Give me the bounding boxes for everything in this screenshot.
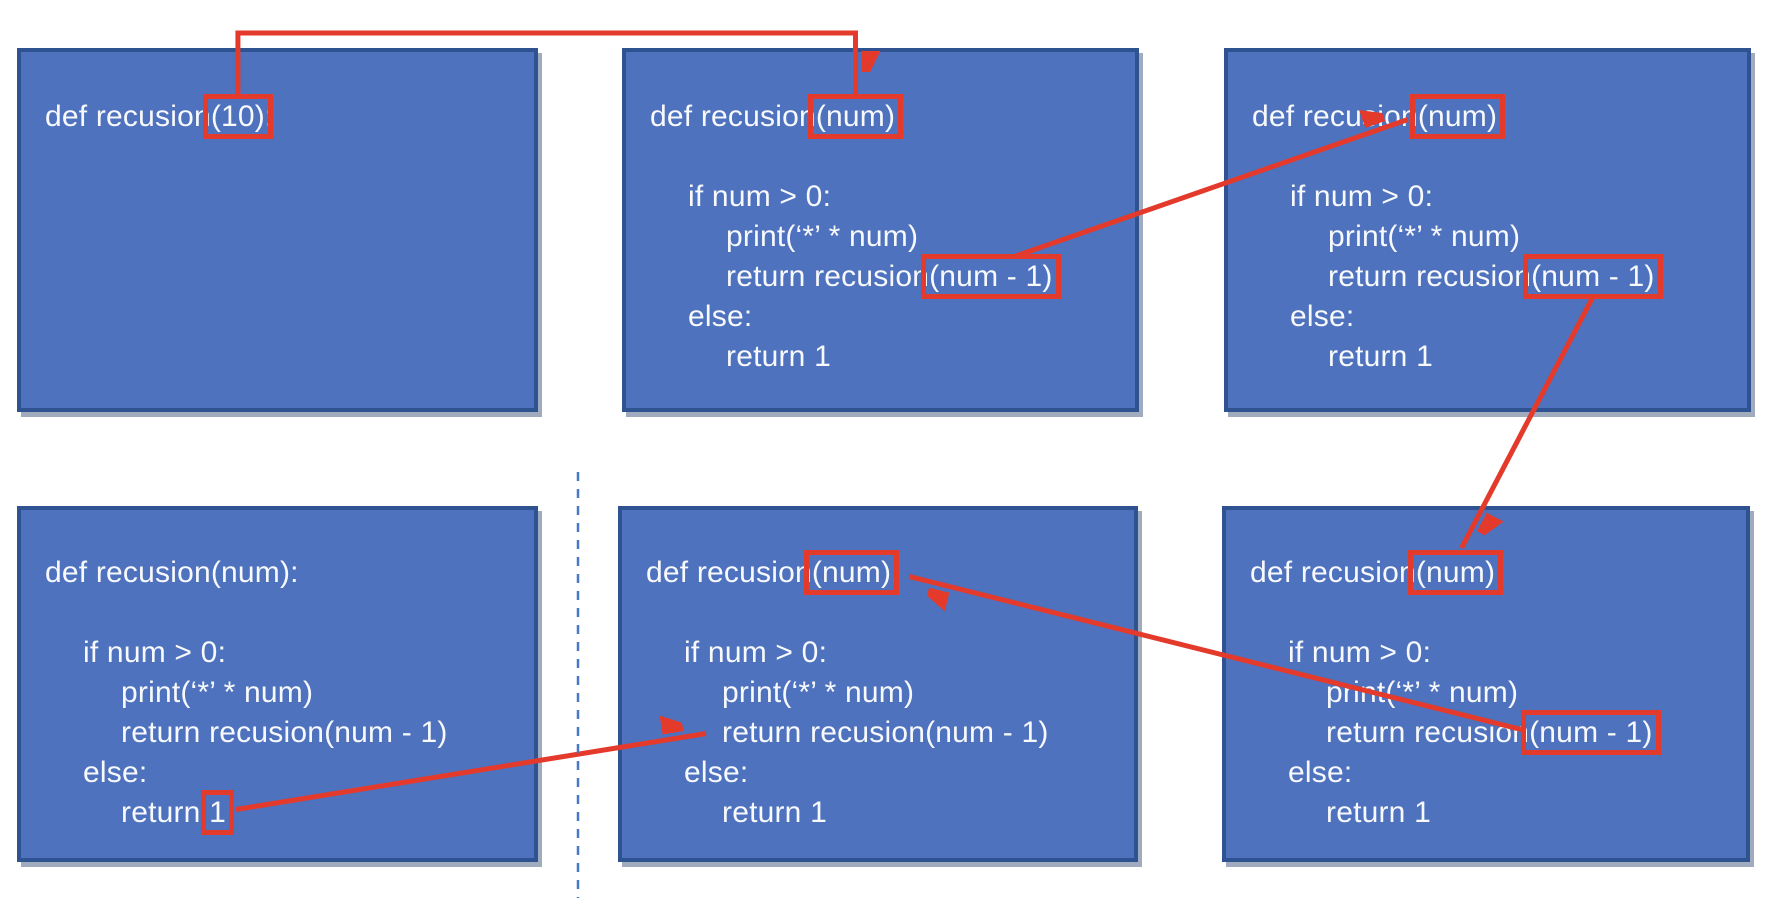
code-line: if num > 0: — [646, 633, 1134, 673]
code-line — [1252, 137, 1747, 177]
code-line: return 1 — [1250, 793, 1746, 833]
code-line — [1250, 593, 1746, 633]
code-text: return recusion — [1328, 260, 1532, 293]
code-line: print(‘*’ * num) — [650, 217, 1135, 257]
code-text: if num > 0: — [684, 636, 828, 669]
code-line: return recusion(num - 1) — [1252, 257, 1747, 297]
code-block: def recusion(num) if num > 0: print(‘*’ * … — [1250, 553, 1746, 833]
code-line: return 1 — [646, 793, 1134, 833]
highlight-box: (num - 1) — [929, 260, 1053, 293]
code-line: return recusion(num - 1) — [646, 713, 1134, 753]
code-line: def recusion(10): — [45, 97, 534, 137]
code-line: return recusion(num - 1) — [45, 713, 534, 753]
code-block: def recusion(num): if num > 0: print(‘*’ *… — [650, 97, 1135, 377]
code-line — [646, 593, 1134, 633]
code-text: return 1 — [1328, 340, 1433, 373]
code-text: print(‘*’ * num) — [726, 220, 919, 253]
code-text: if num > 0: — [1288, 636, 1432, 669]
code-text: def recusion — [650, 100, 816, 133]
highlight-box: (num) — [1415, 556, 1496, 589]
code-block: def recusion(num): if num > 0: print(‘*’ *… — [1252, 97, 1747, 377]
code-text: print(‘*’ * num) — [121, 676, 314, 709]
code-line: if num > 0: — [650, 177, 1135, 217]
code-line: else: — [45, 753, 534, 793]
code-text: print(‘*’ * num) — [1328, 220, 1521, 253]
code-line: else: — [646, 753, 1134, 793]
code-box-initial-call: def recusion(10): — [17, 48, 538, 412]
code-line: def recusion(num): — [1252, 97, 1747, 137]
code-text: if num > 0: — [688, 180, 832, 213]
code-text: return 1 — [1326, 796, 1431, 829]
code-text: : — [895, 100, 904, 133]
code-text: def recusion — [1252, 100, 1418, 133]
code-line: print(‘*’ * num) — [1252, 217, 1747, 257]
code-text: def recusion — [1250, 556, 1416, 589]
code-text: else: — [1288, 756, 1353, 789]
code-text: else: — [684, 756, 749, 789]
highlight-box: (num) — [815, 100, 896, 133]
code-text: if num > 0: — [83, 636, 227, 669]
code-block: def recusion(10): — [45, 97, 534, 137]
highlight-box: (num) — [811, 556, 892, 589]
code-line: if num > 0: — [45, 633, 534, 673]
code-box-frame-bottom-middle: def recusion(num): if num > 0: print(‘*’ *… — [618, 506, 1138, 862]
highlight-box: (num - 1) — [1531, 260, 1655, 293]
code-text: else: — [83, 756, 148, 789]
code-line: return recusion(num - 1) — [1250, 713, 1746, 753]
code-text: else: — [1290, 300, 1355, 333]
code-text: return — [121, 796, 210, 829]
code-line: if num > 0: — [1252, 177, 1747, 217]
code-text: return recusion — [726, 260, 930, 293]
highlight-box: 1 — [209, 796, 226, 829]
code-text: return recusion — [1326, 716, 1530, 749]
code-text: print(‘*’ * num) — [722, 676, 915, 709]
code-line: return 1 — [45, 793, 534, 833]
code-text: if num > 0: — [1290, 180, 1434, 213]
highlight-box: (num) — [1417, 100, 1498, 133]
code-text: def recusion — [45, 100, 211, 133]
code-line: def recusion(num): — [650, 97, 1135, 137]
code-text: return 1 — [726, 340, 831, 373]
code-text: : — [265, 100, 274, 133]
code-text: def recusion(num): — [45, 556, 299, 589]
code-block: def recusion(num): if num > 0: print(‘*’ *… — [646, 553, 1134, 833]
code-line: return 1 — [650, 337, 1135, 377]
code-line: print(‘*’ * num) — [45, 673, 534, 713]
code-box-frame-bottom-right: def recusion(num) if num > 0: print(‘*’ * … — [1222, 506, 1750, 862]
code-line: def recusion(num) — [1250, 553, 1746, 593]
code-box-frame-top-right: def recusion(num): if num > 0: print(‘*’ *… — [1224, 48, 1751, 412]
code-line: else: — [1250, 753, 1746, 793]
code-text: return 1 — [722, 796, 827, 829]
code-text: return recusion(num - 1) — [121, 716, 448, 749]
code-text: : — [891, 556, 900, 589]
code-line: def recusion(num): — [45, 553, 534, 593]
highlight-box: (num - 1) — [1529, 716, 1653, 749]
code-text: def recusion — [646, 556, 812, 589]
code-line: return recusion(num - 1) — [650, 257, 1135, 297]
code-block: def recusion(num): if num > 0: print(‘*’ *… — [45, 553, 534, 833]
code-text: return recusion(num - 1) — [722, 716, 1049, 749]
code-line: return 1 — [1252, 337, 1747, 377]
code-line — [650, 137, 1135, 177]
code-line — [45, 593, 534, 633]
code-text: else: — [688, 300, 753, 333]
code-line: def recusion(num): — [646, 553, 1134, 593]
highlight-box: (10) — [210, 100, 265, 133]
code-box-frame-top-middle: def recusion(num): if num > 0: print(‘*’ *… — [622, 48, 1139, 412]
code-text: print(‘*’ * num) — [1326, 676, 1519, 709]
code-line: else: — [650, 297, 1135, 337]
code-line: print(‘*’ * num) — [646, 673, 1134, 713]
code-line: if num > 0: — [1250, 633, 1746, 673]
code-text: : — [1497, 100, 1506, 133]
code-box-base-case-frame: def recusion(num): if num > 0: print(‘*’ *… — [17, 506, 538, 862]
code-line: print(‘*’ * num) — [1250, 673, 1746, 713]
code-line: else: — [1252, 297, 1747, 337]
